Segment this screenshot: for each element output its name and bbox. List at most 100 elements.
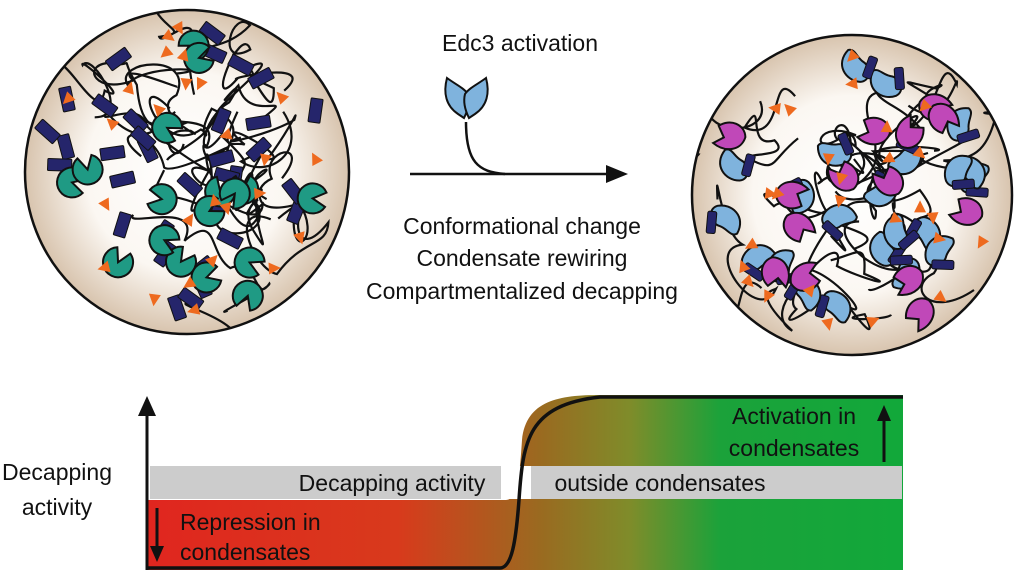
linker-chain bbox=[202, 83, 277, 187]
orange-triangle-motif bbox=[253, 187, 267, 200]
linker-chain bbox=[214, 151, 293, 246]
orange-triangle-motif bbox=[845, 77, 858, 90]
repression-label-line-2: condensates bbox=[180, 539, 310, 565]
green-pacman-domain bbox=[182, 41, 215, 74]
domain-rod bbox=[91, 93, 119, 118]
orange-triangle-motif bbox=[836, 171, 849, 186]
orange-triangle-motif bbox=[741, 274, 754, 288]
domain-rod bbox=[931, 259, 955, 271]
orange-triangle-motif bbox=[312, 152, 323, 167]
linker-chain bbox=[196, 21, 294, 92]
orange-triangle-motif bbox=[882, 151, 896, 163]
orange-triangle-motif bbox=[764, 289, 776, 303]
orange-triangle-motif bbox=[802, 284, 815, 298]
orange-triangle-motif bbox=[771, 186, 785, 200]
orange-triangle-motif bbox=[926, 212, 939, 225]
magenta-decapping-domain bbox=[947, 197, 984, 226]
domain-rod bbox=[245, 136, 272, 163]
orange-triangle-motif bbox=[764, 187, 778, 200]
magenta-decapping-domain bbox=[782, 211, 817, 243]
domain-rod bbox=[208, 149, 235, 168]
orange-triangle-motif bbox=[181, 213, 194, 227]
orange-triangle-motif bbox=[784, 103, 797, 117]
baseline-label-right: outside condensates bbox=[555, 470, 766, 496]
domain-rod bbox=[821, 220, 844, 241]
domain-rod bbox=[109, 170, 136, 189]
domain-rod bbox=[837, 132, 855, 156]
green-pacman-domain bbox=[233, 246, 266, 279]
orange-triangle-motif bbox=[209, 193, 222, 207]
magenta-decapping-domain bbox=[855, 116, 891, 146]
orange-triangle-motif bbox=[293, 231, 305, 245]
band-gap bbox=[501, 466, 531, 499]
magenta-decapping-domain bbox=[789, 261, 822, 292]
domain-rod bbox=[862, 55, 879, 80]
orange-triangle-motif bbox=[933, 290, 947, 303]
orange-triangle-motif bbox=[889, 211, 903, 223]
orange-triangle-motif bbox=[739, 259, 751, 274]
y-axis-label-line-1: Decapping bbox=[2, 459, 112, 485]
domain-rod bbox=[889, 254, 913, 266]
linker-chain bbox=[103, 110, 217, 187]
orange-triangle-motif bbox=[821, 317, 834, 331]
domain-rod bbox=[130, 125, 157, 151]
orange-triangle-motif bbox=[161, 28, 175, 41]
orange-triangle-motif bbox=[219, 201, 232, 216]
linker-chain bbox=[184, 301, 246, 334]
domain-rod bbox=[705, 210, 718, 235]
y-axis-label-line-2: activity bbox=[22, 494, 93, 520]
orange-triangle-motif bbox=[912, 146, 926, 159]
domain-rod bbox=[122, 108, 149, 134]
domain-rod bbox=[210, 107, 232, 135]
orange-triangle-motif bbox=[977, 235, 990, 249]
orange-triangle-motif bbox=[847, 49, 860, 62]
process-line-3: Compartmentalized decapping bbox=[366, 278, 678, 304]
linker-chain bbox=[742, 87, 799, 167]
linker-chain bbox=[131, 214, 271, 313]
orange-triangle-motif bbox=[183, 276, 197, 288]
baseline-label-left: Decapping activity bbox=[299, 470, 486, 496]
orange-triangle-motif bbox=[276, 91, 290, 105]
edc3-icon bbox=[444, 76, 489, 120]
orange-triangle-motif bbox=[153, 104, 167, 117]
domain-rod bbox=[245, 114, 272, 131]
magenta-decapping-domain bbox=[760, 256, 790, 290]
activity-curve-line bbox=[147, 395, 903, 570]
orange-triangle-motif bbox=[880, 120, 893, 133]
domain-rod bbox=[247, 67, 275, 90]
green-pacman-domain bbox=[146, 183, 178, 216]
domain-rod bbox=[227, 53, 255, 77]
activation-arrow bbox=[410, 121, 628, 183]
domain-rod bbox=[112, 211, 132, 239]
orange-triangle-motif bbox=[62, 91, 76, 105]
orange-triangle-motif bbox=[196, 76, 208, 91]
magenta-decapping-domain bbox=[871, 165, 905, 197]
activation-label-line-2: condensates bbox=[729, 435, 859, 461]
orange-triangle-motif bbox=[260, 153, 272, 167]
linker-chain bbox=[788, 251, 881, 321]
orange-triangle-motif bbox=[180, 78, 193, 91]
orange-triangle-motif bbox=[933, 231, 947, 244]
magenta-decapping-domain bbox=[894, 113, 925, 149]
green-pacman-domain bbox=[71, 153, 104, 186]
orange-triangle-motif bbox=[98, 197, 110, 211]
orange-triangle-motif bbox=[744, 237, 759, 249]
domain-rod bbox=[897, 229, 920, 251]
orange-triangle-motif bbox=[97, 260, 111, 273]
process-line-1: Conformational change bbox=[403, 213, 641, 239]
activation-up-arrow bbox=[877, 405, 891, 462]
domain-rod bbox=[34, 118, 61, 145]
orange-triangle-motif bbox=[219, 128, 233, 140]
activation-label-line-1: Activation in bbox=[732, 403, 856, 429]
magenta-decapping-domain bbox=[892, 264, 924, 296]
domain-rod bbox=[56, 133, 75, 161]
domain-rod bbox=[176, 172, 203, 198]
repression-label-line-1: Repression in bbox=[180, 509, 321, 535]
green-pacman-domain bbox=[102, 246, 135, 279]
domain-rod bbox=[167, 294, 187, 322]
green-pacman-domain bbox=[151, 111, 184, 144]
domain-rod bbox=[951, 178, 975, 190]
y-axis-arrowhead bbox=[138, 396, 156, 416]
magenta-decapping-domain bbox=[904, 297, 935, 333]
